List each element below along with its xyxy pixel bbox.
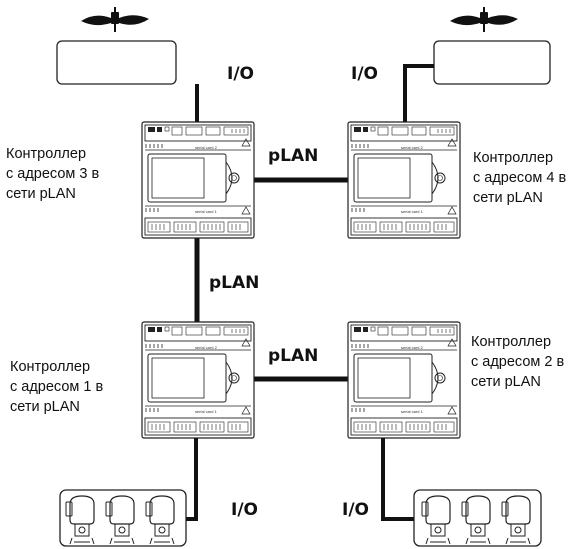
io-label-top-left: I/O <box>227 64 254 84</box>
controller-3-label: Контроллер с адресом 3 в сети pLAN <box>6 146 100 202</box>
compressor-icon <box>145 495 175 545</box>
io-label-top-right: I/O <box>351 64 378 84</box>
compressor-icon <box>65 495 95 545</box>
serial-card-2-label: serial card 2 <box>401 345 424 350</box>
controller-4: serial card 2 serial card 1 <box>347 121 461 239</box>
serial-card-1-label: serial card 1 <box>401 409 424 414</box>
compressor-icon <box>421 495 451 545</box>
controller-4-label: Контроллер с адресом 4 в сети pLAN <box>473 150 567 206</box>
controller-3: serial card 2 serial card 1 <box>141 121 255 239</box>
controller-2-label: Контроллер с адресом 2 в сети pLAN <box>471 334 565 390</box>
serial-card-2-label: serial card 2 <box>195 145 218 150</box>
compressor-group-right <box>413 489 542 547</box>
serial-card-1-label: serial card 1 <box>195 209 218 214</box>
plan-label-bottom: pLAN <box>268 346 319 366</box>
io-wire-bottom-right <box>381 438 414 521</box>
serial-card-2-label: serial card 2 <box>401 145 424 150</box>
fan-unit-left <box>56 40 177 85</box>
fan-left-icon <box>80 6 150 33</box>
plan-label-middle: pLAN <box>209 273 260 293</box>
controller-2: serial card 2 serial card 1 <box>347 321 461 439</box>
io-label-bottom-right: I/O <box>342 500 369 520</box>
plan-label-top: pLAN <box>268 146 319 166</box>
controller-1: serial card 2 serial card 1 <box>141 321 255 439</box>
serial-card-1-label: serial card 1 <box>195 409 218 414</box>
compressor-icon <box>105 495 135 545</box>
io-label-bottom-left: I/O <box>231 500 258 520</box>
fan-unit-right <box>433 40 551 85</box>
serial-card-1-label: serial card 1 <box>401 209 424 214</box>
io-wire-bottom-left <box>186 438 198 521</box>
compressor-icon <box>501 495 531 545</box>
compressor-icon <box>461 495 491 545</box>
controller-1-label: Контроллер с адресом 1 в сети pLAN <box>10 359 104 415</box>
compressor-group-left <box>59 489 187 547</box>
fan-right-icon <box>449 6 519 33</box>
serial-card-2-label: serial card 2 <box>195 345 218 350</box>
io-wire-top-right <box>403 64 434 122</box>
